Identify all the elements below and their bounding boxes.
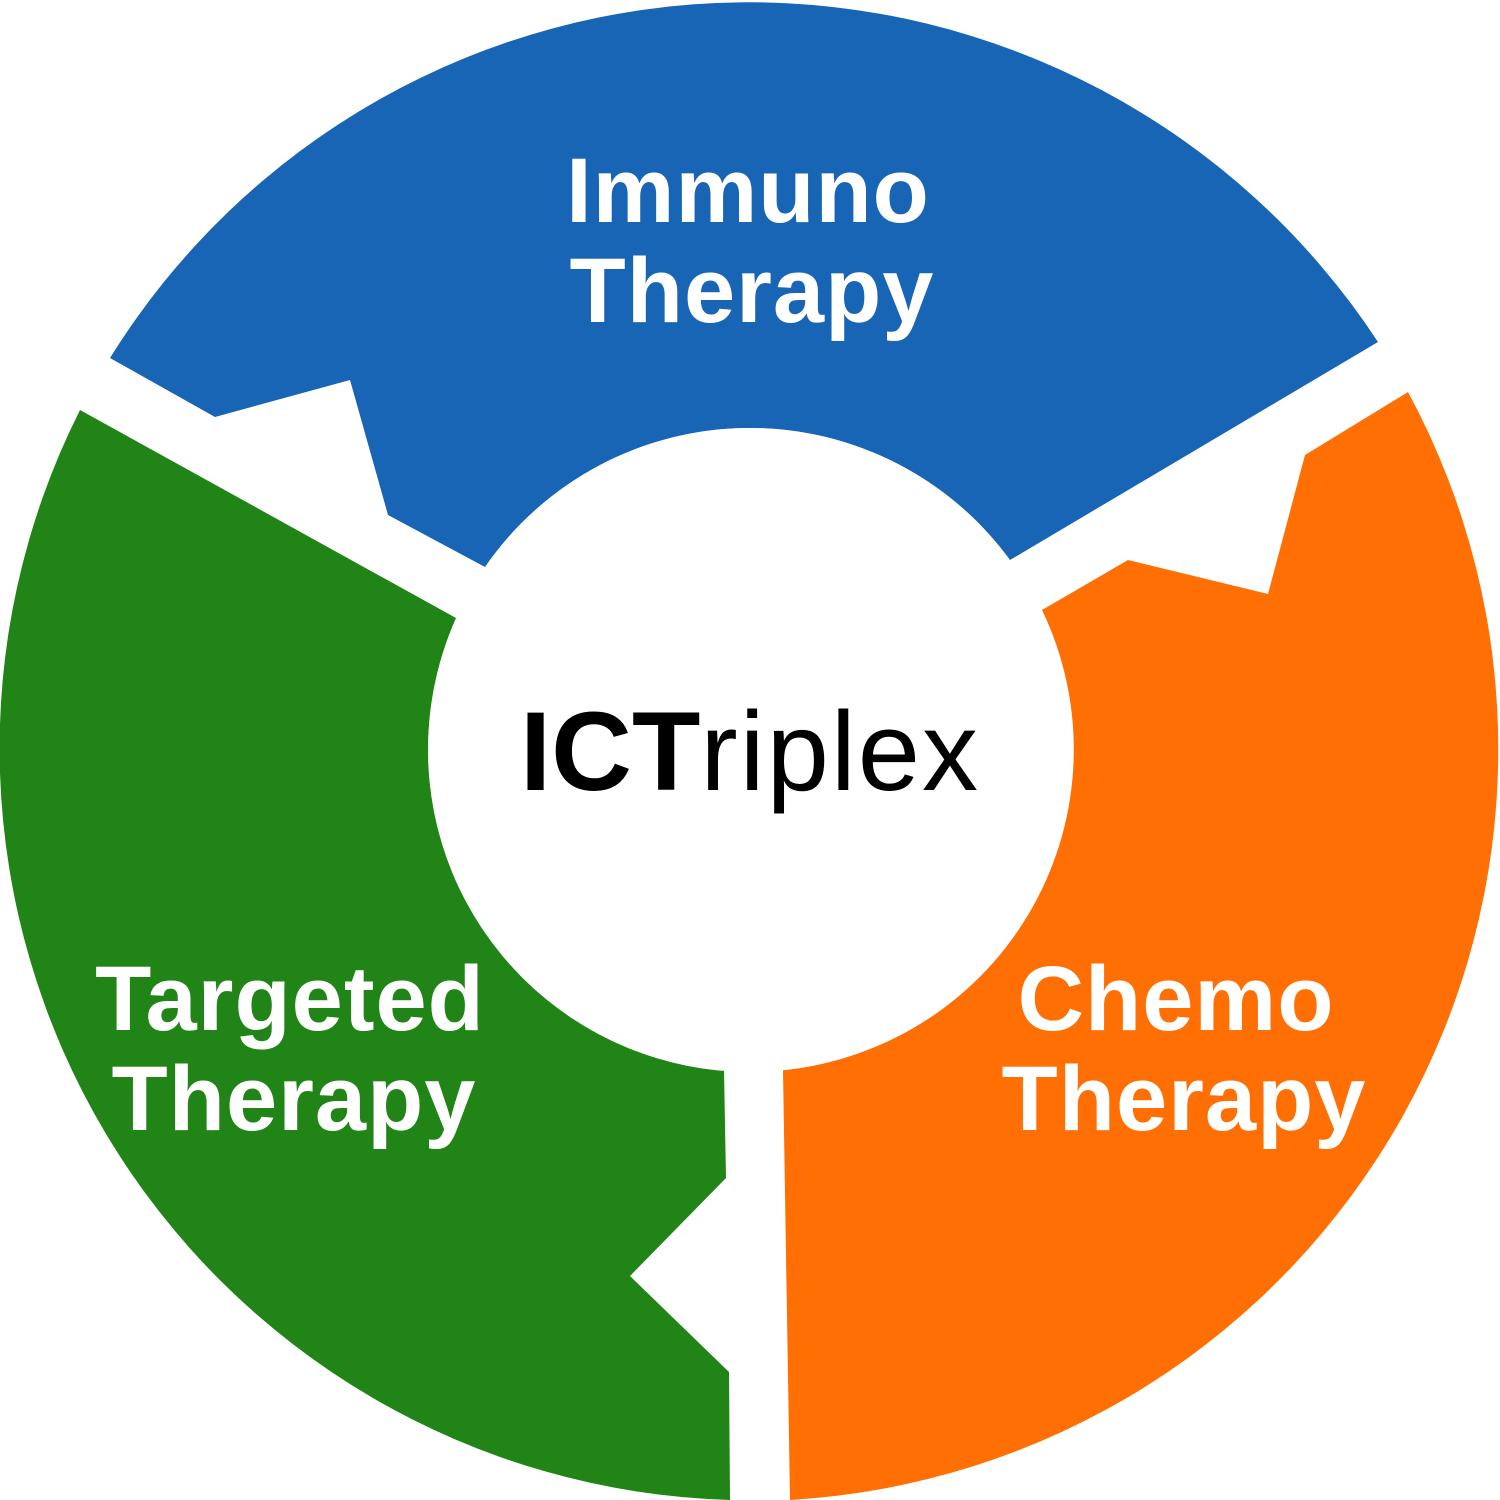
chemo-therapy-segment xyxy=(783,392,1499,1500)
chemo-label-line1: Chemo xyxy=(1018,948,1335,1050)
center-brand-bold: ICT xyxy=(520,689,700,814)
center-circle xyxy=(428,428,1072,1072)
immuno-label-line2: Therapy xyxy=(570,240,935,342)
chemo-label-line2: Therapy xyxy=(1002,1048,1367,1150)
targeted-therapy-segment xyxy=(0,410,730,1500)
targeted-label-line1: Targeted xyxy=(95,948,485,1050)
center-brand-light: riplex xyxy=(700,689,980,814)
targeted-label-line2: Therapy xyxy=(112,1048,477,1150)
immuno-label-line1: Immuno xyxy=(566,140,930,242)
center-brand-text: ICTriplex xyxy=(520,689,980,814)
immuno-therapy-segment xyxy=(110,2,1378,567)
